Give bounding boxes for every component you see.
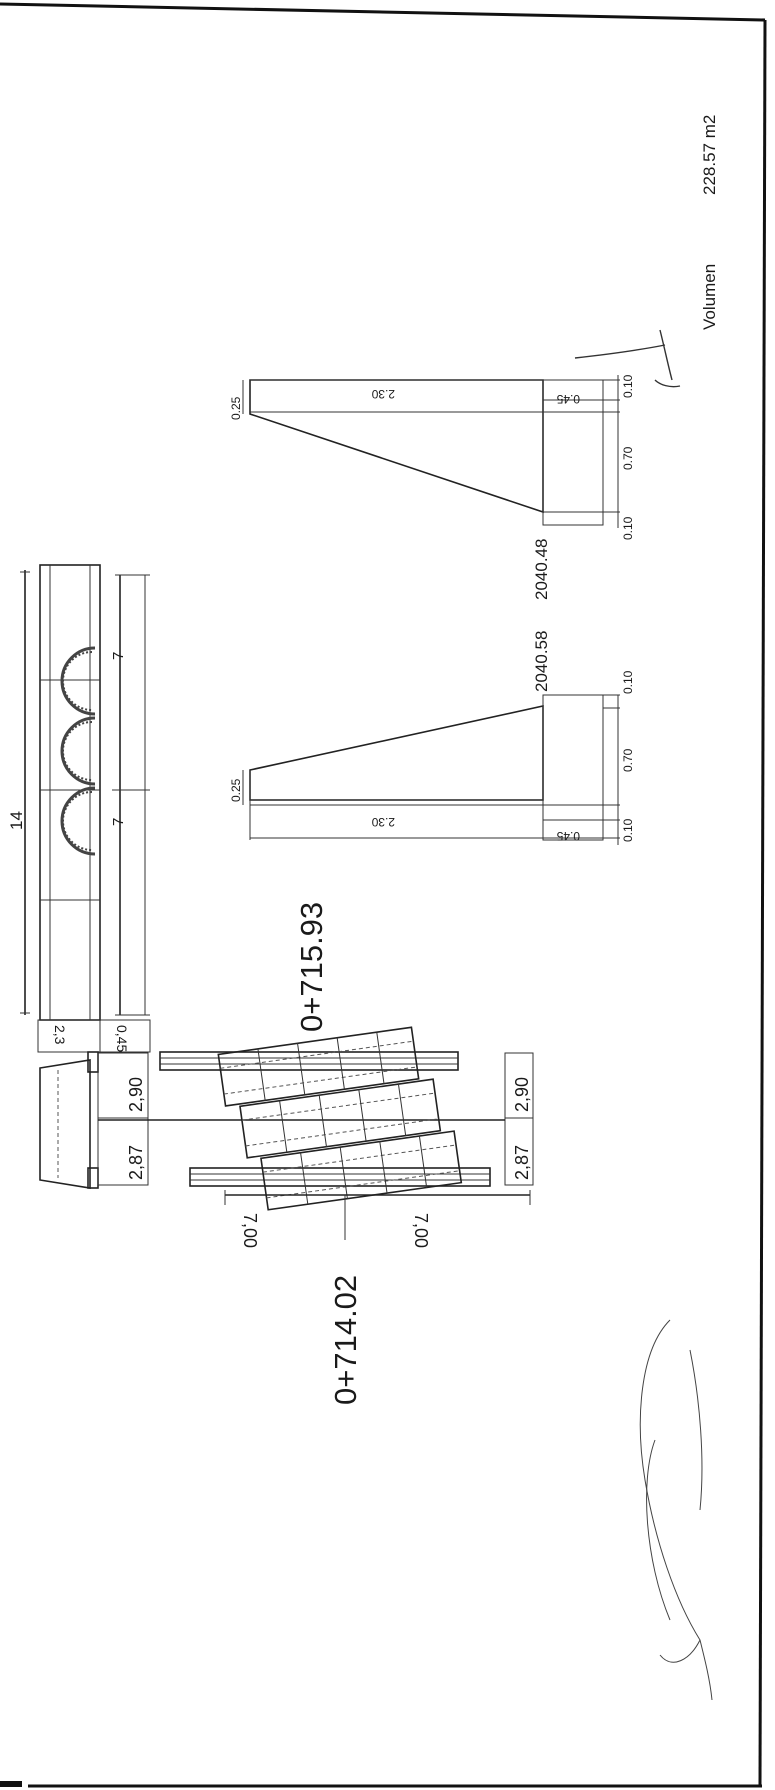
wingwall-left-footing-dim-1: 0.10 — [621, 670, 635, 694]
volume-value: 228.57 m2 — [700, 115, 719, 195]
pipe-barrel-1 — [217, 1026, 420, 1107]
volume-label: Volumen — [700, 264, 719, 330]
plan-side-dim-1: 7,00 — [240, 1213, 260, 1248]
wingwall-left-footing-dim-2: 0.70 — [621, 748, 635, 772]
headwall-rail-lower — [189, 1167, 491, 1187]
pipe-length-total: 14 — [7, 811, 26, 830]
wingwall-right-footing-dim-1: 0.10 — [621, 374, 635, 398]
wingwall-right-footing-height: 0.45 — [556, 392, 580, 406]
hand-mark-top — [574, 329, 681, 388]
wingwall-left-top-width: 0.25 — [229, 778, 243, 802]
plan-dim-bottom-2: 2,90 — [512, 1077, 532, 1112]
wingwall-right-footing — [542, 379, 604, 526]
plan-dim-bottom-1: 2,87 — [512, 1145, 532, 1180]
headwall-rail-upper — [159, 1051, 459, 1071]
culvert-arches — [60, 646, 96, 856]
wingwall-right-footing-dim-2: 0.70 — [621, 446, 635, 470]
wingwall-left-height: 2.30 — [371, 815, 395, 829]
wingwall-left-elevation: 2040.58 — [532, 631, 551, 692]
wingwall-right-elevation: 2040.48 — [532, 539, 551, 600]
pipe-section-view: 14 7 7 2,3 0,45 — [7, 564, 151, 1053]
wingwall-left-footing-height: 0.45 — [556, 829, 580, 843]
station-lower-label: 0+714.02 — [328, 1275, 363, 1405]
plan-side-dim-2: 7,00 — [411, 1213, 431, 1248]
wingwall-right-outline — [249, 379, 544, 514]
wingwall-right-footing-dim-3: 0.10 — [621, 516, 635, 540]
wingwall-left: 2040.58 0.25 2.30 0.45 0.10 0.70 0.10 — [229, 631, 635, 845]
headwall-profile — [39, 1059, 91, 1189]
plan-view: 2,87 2,90 2,87 2,90 — [39, 902, 534, 1405]
pipe-dim-left-1: 2,3 — [52, 1025, 68, 1045]
signature — [639, 1319, 713, 1701]
wingwall-left-footing — [542, 694, 604, 841]
wingwall-right-top-width: 0.25 — [229, 396, 243, 420]
pipe-barrels — [217, 1026, 463, 1211]
plan-dim-top-1: 2,87 — [126, 1145, 146, 1180]
pipe-barrel-2 — [239, 1078, 442, 1159]
station-upper-label: 0+715.93 — [294, 902, 329, 1032]
wingwall-right-height: 2.30 — [371, 387, 395, 401]
wingwall-left-outline — [249, 705, 544, 801]
pipe-dim-left-2: 0,45 — [114, 1025, 130, 1052]
pipe-half-left: 7 — [110, 818, 127, 826]
wingwall-left-footing-dim-3: 0.10 — [621, 818, 635, 842]
wingwall-right: 2040.48 0.25 2.30 0.45 0.10 0.70 0.10 — [229, 374, 635, 600]
pipe-half-right: 7 — [110, 652, 127, 660]
pipe-barrel-3 — [260, 1130, 463, 1211]
volume-annotation: Volumen 228.57 m2 — [700, 115, 719, 330]
plan-dim-top-2: 2,90 — [126, 1077, 146, 1112]
